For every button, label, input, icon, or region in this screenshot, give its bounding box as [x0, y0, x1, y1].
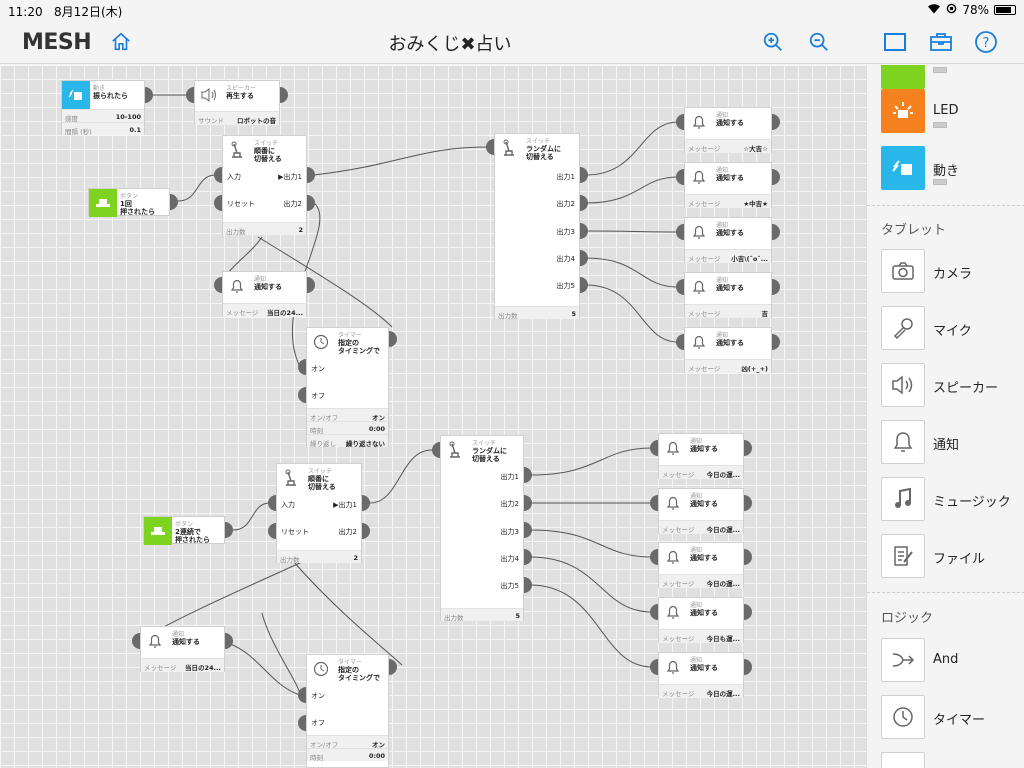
bell-icon [659, 489, 687, 517]
notification-block-2[interactable]: 通知 通知する メッセージ当日の24... [140, 626, 225, 672]
notification-fortune-1[interactable]: 通知通知する メッセージ今日の運... [658, 433, 744, 479]
battery-icon [994, 5, 1016, 15]
palette-mic-block[interactable]: マイク [881, 306, 1021, 350]
notification-fortune-3[interactable]: 通知通知する メッセージ今日の運... [658, 542, 744, 588]
bell-icon [659, 434, 687, 462]
orientation-lock-icon [946, 3, 957, 17]
app-header: MESH おみくじ✖占い ? [0, 20, 1024, 64]
notification-fortune-4[interactable]: 通知通知する メッセージ今日も運... [658, 597, 744, 643]
bell-icon [685, 273, 713, 301]
notification-result-5[interactable]: 通知通知する メッセージ凶(+_+) [684, 327, 772, 373]
page-title: おみくじ✖占い [388, 34, 512, 55]
bell-icon [685, 328, 713, 356]
zoom-in-icon[interactable] [760, 29, 786, 55]
speaker-icon [195, 81, 223, 109]
palette-notify-block[interactable]: 通知 [881, 420, 1021, 464]
palette-file-block[interactable]: ファイル [881, 534, 1021, 578]
motion-icon [881, 146, 925, 190]
switch-icon [495, 134, 523, 162]
motion-icon [62, 81, 90, 109]
camera-icon [881, 249, 925, 293]
palette-and-block[interactable]: And [881, 638, 1021, 682]
notification-fortune-2[interactable]: 通知通知する メッセージ今日の運... [658, 488, 744, 534]
bell-icon [223, 272, 251, 300]
home-icon[interactable] [108, 29, 134, 55]
button-press-twice-block[interactable]: ボタン 2連続で 押されたら [143, 516, 225, 545]
notification-fortune-5[interactable]: 通知通知する メッセージ今日の運... [658, 652, 744, 698]
section-header-logic: ロジック [881, 611, 934, 626]
palette-button-block[interactable] [881, 65, 1021, 89]
battery-percent: 78% [962, 3, 989, 17]
bell-icon [881, 420, 925, 464]
app-logo: MESH [22, 30, 92, 55]
bell-icon [659, 598, 687, 626]
button-press-once-block[interactable]: ボタン 1回 押されたら [88, 188, 170, 217]
bell-icon [141, 627, 169, 655]
connection-wires [139, 94, 679, 696]
music-note-icon [881, 477, 925, 521]
switch-icon [441, 436, 469, 464]
bell-icon [685, 218, 713, 246]
status-time: 11:20 8月12日(木) [8, 5, 123, 19]
help-icon[interactable]: ? [973, 29, 999, 55]
switch-icon [223, 136, 251, 164]
zoom-out-icon[interactable] [806, 29, 832, 55]
speaker-icon [881, 363, 925, 407]
block-palette-sidebar[interactable]: LED 動き タブレット カメラ マイク スピーカー 通知 ミュージック ファイ… [866, 65, 1024, 768]
notification-block-1[interactable]: 通知 通知する メッセージ当日の24... [222, 271, 307, 317]
section-header-tablet: タブレット [881, 223, 947, 238]
status-right: 78% [927, 3, 1016, 17]
speaker-play-block[interactable]: スピーカー 再生する サウンドロボットの音 [194, 80, 280, 125]
notification-result-1[interactable]: 通知通知する メッセージ☆大吉☆ [684, 107, 772, 153]
led-icon [881, 89, 925, 133]
palette-speaker-block[interactable]: スピーカー [881, 363, 1021, 407]
microphone-icon [881, 306, 925, 350]
svg-text:?: ? [983, 36, 990, 51]
clock-icon [307, 328, 335, 356]
palette-led-block[interactable]: LED [881, 89, 1021, 133]
panel-toggle-icon[interactable] [882, 29, 908, 55]
bell-icon [659, 543, 687, 571]
palette-camera-block[interactable]: カメラ [881, 249, 1021, 293]
status-bar: 11:20 8月12日(木) 78% [0, 0, 1024, 20]
notification-result-2[interactable]: 通知通知する メッセージ★中吉★ [684, 162, 772, 208]
file-edit-icon [881, 534, 925, 578]
bell-icon [685, 163, 713, 191]
switch-icon [881, 752, 925, 768]
palette-music-block[interactable]: ミュージック [881, 477, 1021, 521]
bell-icon [685, 108, 713, 136]
and-logic-icon [881, 638, 925, 682]
switch-icon [277, 464, 305, 492]
palette-timer-block[interactable]: タイマー [881, 695, 1021, 739]
notification-result-3[interactable]: 通知通知する メッセージ小吉\(ˆoˆ... [684, 217, 772, 263]
clock-icon [307, 655, 335, 683]
palette-switch-block[interactable] [881, 752, 1021, 768]
toolbox-icon[interactable] [928, 29, 954, 55]
button-icon [89, 189, 117, 217]
button-icon [144, 517, 172, 545]
palette-motion-block[interactable]: 動き [881, 146, 1021, 190]
clock-icon [881, 695, 925, 739]
bell-icon [659, 653, 687, 681]
wifi-icon [927, 3, 941, 17]
notification-result-4[interactable]: 通知通知する メッセージ吉 [684, 272, 772, 318]
